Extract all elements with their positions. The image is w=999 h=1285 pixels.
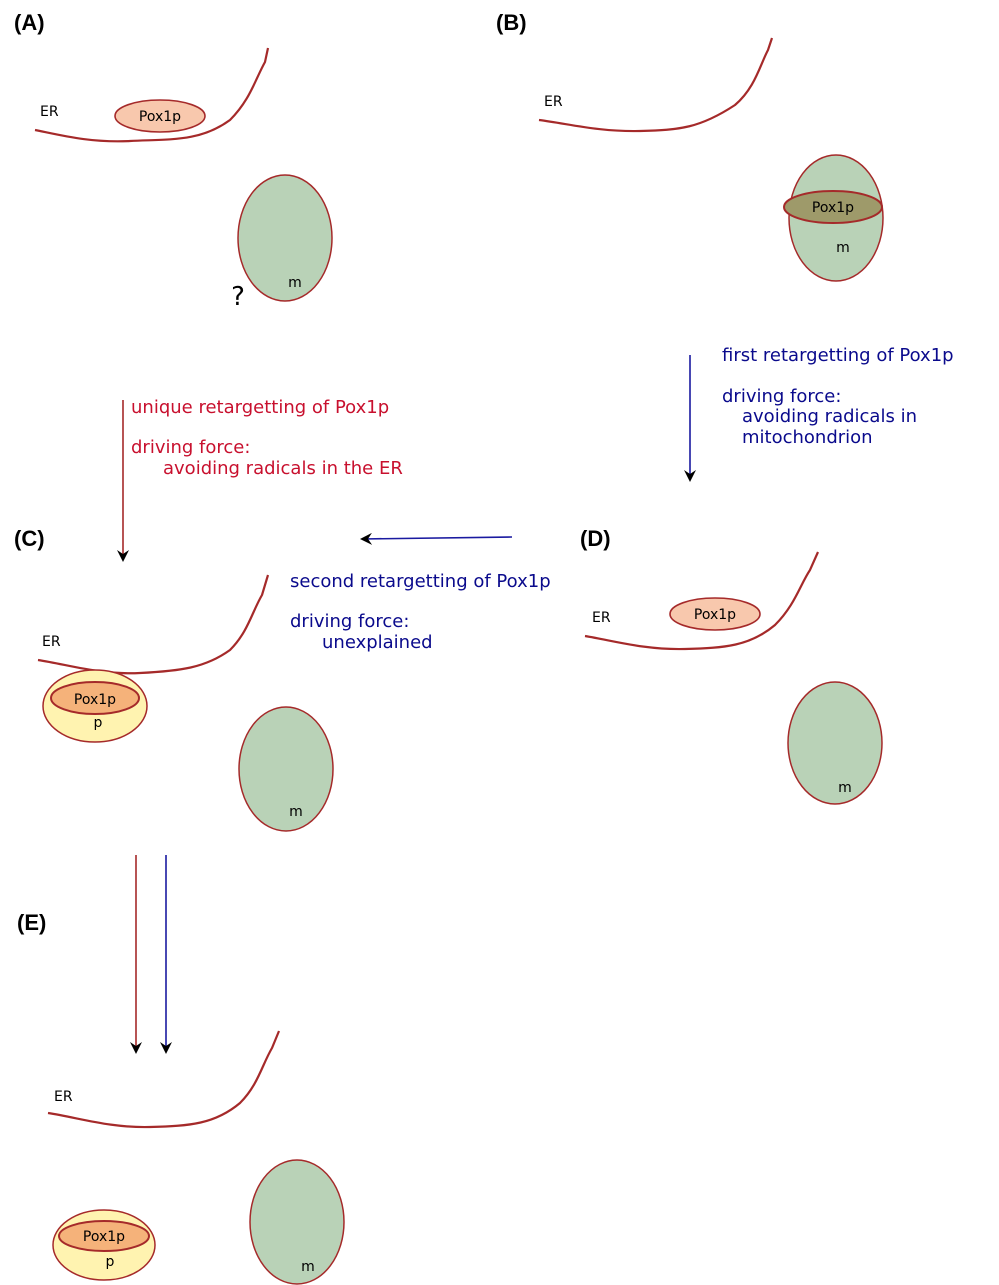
pox1p-protein (58, 1220, 150, 1252)
mitochondrion-label: m (838, 780, 852, 796)
er-label: ER (42, 634, 61, 650)
unique-title: unique retargetting of Pox1p (131, 397, 389, 418)
second-force-value: unexplained (322, 632, 433, 653)
second-title: second retargetting of Pox1p (290, 571, 551, 592)
er-membrane (37, 574, 270, 675)
first-force-line2: mitochondrion (742, 427, 873, 448)
panel-d-label: (D) (580, 526, 611, 551)
pox1p-protein (669, 597, 761, 631)
question-mark: ? (231, 282, 245, 312)
panel-e-label: (E) (17, 910, 46, 935)
mitochondrion-label: m (289, 804, 303, 820)
panel-e: (E) ER Pox1p p m (17, 910, 345, 1285)
er-label: ER (40, 104, 59, 120)
first-force-label: driving force: (722, 386, 841, 407)
mitochondrion-label: m (836, 240, 850, 256)
panel-a: (A) ER Pox1p m ? (14, 10, 333, 312)
pox1p-protein (50, 681, 140, 715)
panel-d: (D) ER Pox1p m (580, 526, 883, 805)
pox1p-label: Pox1p (83, 1229, 125, 1245)
annotation-first-retargetting: first retargetting of Pox1p driving forc… (684, 345, 954, 482)
er-label: ER (544, 94, 563, 110)
pox1p-label: Pox1p (74, 692, 116, 708)
panel-b: (B) ER Pox1p m (496, 10, 884, 282)
arrow-d-to-c (360, 532, 513, 545)
mitochondrion (249, 1159, 345, 1285)
pox1p-protein (783, 190, 883, 224)
pox1p-label: Pox1p (139, 109, 181, 125)
second-force-label: driving force: (290, 611, 409, 632)
pox1p-label: Pox1p (812, 200, 854, 216)
panel-b-label: (B) (496, 10, 527, 35)
pox1p-protein (114, 99, 206, 133)
first-title: first retargetting of Pox1p (722, 345, 954, 366)
mitochondrion (787, 681, 883, 805)
peroxisome-label: p (94, 715, 103, 731)
mitochondrion (237, 174, 333, 302)
er-membrane (538, 37, 774, 133)
mitochondrion-label: m (301, 1259, 315, 1275)
mitochondrion-label: m (288, 275, 302, 291)
panel-c: (C) ER Pox1p p m (14, 526, 334, 832)
pox1p-label: Pox1p (694, 607, 736, 623)
unique-force-label: driving force: (131, 437, 250, 458)
er-label: ER (54, 1089, 73, 1105)
er-membrane (34, 47, 270, 143)
er-label: ER (592, 610, 611, 626)
first-force-line1: avoiding radicals in (742, 406, 917, 427)
panel-c-label: (C) (14, 526, 45, 551)
unique-force-value: avoiding radicals in the ER (163, 458, 403, 479)
mitochondrion (238, 706, 334, 832)
peroxisome-label: p (106, 1254, 115, 1270)
er-membrane (47, 1030, 281, 1129)
annotation-unique-retargetting: unique retargetting of Pox1p driving for… (117, 397, 403, 562)
er-membrane (584, 551, 820, 651)
panel-a-label: (A) (14, 10, 45, 35)
annotation-second-retargetting: second retargetting of Pox1p driving for… (290, 532, 551, 653)
